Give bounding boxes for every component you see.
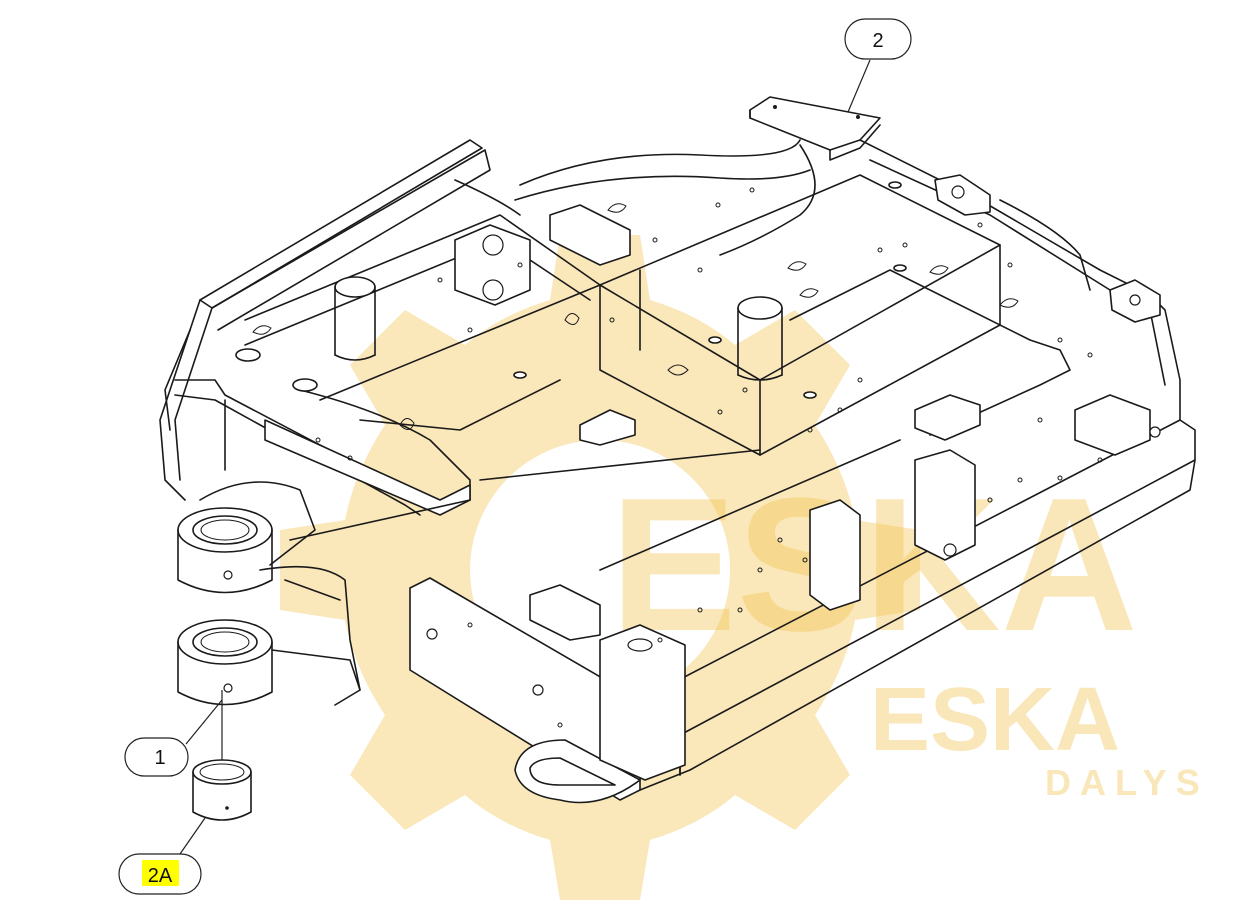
hinge-block xyxy=(454,204,981,446)
front-brackets xyxy=(529,394,1161,781)
small-hole xyxy=(1057,337,1063,343)
small-hole xyxy=(715,202,721,208)
small-hole xyxy=(807,427,813,433)
watermark-brand-outline: ESKA xyxy=(870,670,1120,770)
bushing-2a xyxy=(192,690,252,821)
small-hole xyxy=(1037,417,1043,423)
turntable-ring xyxy=(454,139,811,216)
callout-2[interactable]: 2 xyxy=(844,18,912,113)
callout-2-bubble[interactable] xyxy=(844,18,912,60)
small-hole xyxy=(467,622,473,628)
watermark-brand: ESKA xyxy=(610,459,1138,671)
small-hole xyxy=(757,567,763,573)
callout-1-label: 1 xyxy=(154,747,165,769)
pins xyxy=(235,181,907,399)
watermark: ESKA ESKA DALYS xyxy=(280,235,1209,900)
small-hole xyxy=(652,237,658,243)
small-hole xyxy=(802,557,808,563)
small-hole xyxy=(609,317,615,323)
small-hole xyxy=(902,242,908,248)
callout-1-bubble[interactable] xyxy=(124,737,189,777)
small-hole xyxy=(777,537,783,543)
small-hole xyxy=(437,277,443,283)
small-hole xyxy=(857,377,863,383)
swing-bracket xyxy=(174,379,471,566)
small-hole xyxy=(1097,457,1103,463)
small-hole xyxy=(737,607,743,613)
small-hole xyxy=(717,409,723,415)
small-hole xyxy=(697,607,703,613)
small-hole xyxy=(877,247,883,253)
left-rail xyxy=(159,139,491,501)
small-hole xyxy=(987,497,993,503)
small-hole xyxy=(517,262,523,268)
callout-2a-highlight xyxy=(142,860,179,886)
slot-holes xyxy=(252,203,1019,430)
upper-bushing-housing xyxy=(177,507,273,594)
right-frame xyxy=(859,139,1181,421)
callout-2a-label: 2A xyxy=(148,865,173,887)
callout-1[interactable]: 1 xyxy=(124,699,223,777)
callout-2a[interactable]: 2A xyxy=(118,817,206,895)
small-hole xyxy=(749,187,755,193)
small-hole xyxy=(347,455,353,461)
front-frame xyxy=(409,419,1196,804)
watermark-sub: DALYS xyxy=(1045,762,1209,803)
callout-2-label: 2 xyxy=(872,30,883,52)
frame-drawing xyxy=(159,96,1196,821)
small-hole xyxy=(837,407,843,413)
small-hole xyxy=(467,327,473,333)
small-hole xyxy=(315,437,321,443)
lower-bushing-housing xyxy=(177,565,361,706)
small-holes xyxy=(315,187,1103,728)
small-hole xyxy=(657,637,663,643)
small-hole xyxy=(1017,477,1023,483)
small-hole xyxy=(977,222,983,228)
small-hole xyxy=(1057,475,1063,481)
small-hole xyxy=(1087,352,1093,358)
small-hole xyxy=(697,267,703,273)
small-hole xyxy=(557,722,563,728)
small-hole xyxy=(742,387,748,393)
small-hole xyxy=(1007,262,1013,268)
